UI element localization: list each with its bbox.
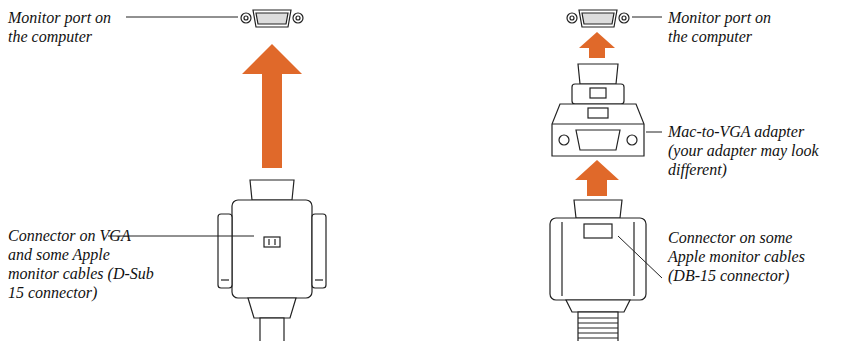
cable-ridge bbox=[578, 328, 618, 329]
cable-ridge bbox=[578, 318, 618, 319]
cable-ridge bbox=[578, 333, 618, 334]
callout-label: Connector on VGA and some Apple monitor … bbox=[8, 226, 158, 302]
d-sub-15-connector bbox=[218, 180, 326, 341]
cable-ridge bbox=[578, 323, 618, 324]
monitor-port bbox=[567, 10, 629, 27]
callout-label: Connector on some Apple monitor cables (… bbox=[668, 228, 828, 285]
monitor-port bbox=[241, 10, 303, 27]
callout-label: Monitor port on the computer bbox=[668, 8, 784, 46]
cable-ridge bbox=[578, 338, 618, 339]
leader-line bbox=[108, 17, 662, 278]
insert-arrow bbox=[242, 32, 619, 196]
callout-label: Monitor port on the computer bbox=[8, 8, 124, 46]
mac-to-vga-adapter bbox=[552, 64, 644, 156]
callout-label: Mac-to-VGA adapter (your adapter may loo… bbox=[668, 122, 838, 179]
db-15-connector bbox=[550, 200, 646, 341]
